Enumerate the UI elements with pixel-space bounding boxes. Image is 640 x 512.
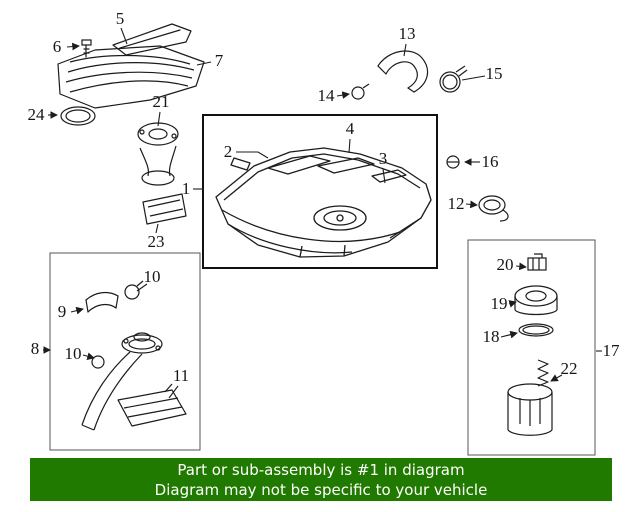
callout-6[interactable]: 6: [52, 37, 62, 56]
filler-neck-art: [81, 332, 163, 431]
fuel-tank-art: [215, 147, 432, 258]
callout-19[interactable]: 19: [490, 294, 508, 313]
gasket-ring-art: [60, 106, 96, 126]
callout-21[interactable]: 21: [152, 92, 170, 111]
clip-art: [446, 155, 460, 169]
callout-22[interactable]: 22: [560, 359, 578, 378]
pump-filter-art: [507, 383, 553, 436]
callout-9[interactable]: 9: [57, 302, 67, 321]
fuel-cap-art: [478, 195, 509, 222]
callout-12[interactable]: 12: [447, 194, 465, 213]
canister-art: [142, 193, 187, 225]
callout-3[interactable]: 3: [378, 149, 388, 168]
heat-shield-art: [57, 45, 205, 109]
callout-16[interactable]: 16: [481, 152, 499, 171]
callout-24[interactable]: 24: [27, 105, 45, 124]
callout-8[interactable]: 8: [30, 339, 40, 358]
hose-clamp-art: [439, 65, 468, 93]
disclaimer-line-1: Part or sub-assembly is #1 in diagram: [177, 461, 465, 479]
pump-spring-art: [537, 359, 549, 387]
leader-lines: [43, 27, 602, 399]
filler-clamp-upper-art: [124, 280, 144, 300]
callout-17[interactable]: 17: [602, 341, 620, 360]
fuel-pump-group-box: [467, 239, 596, 456]
callout-2[interactable]: 2: [223, 142, 233, 161]
disclaimer-banner: Part or sub-assembly is #1 in diagram Di…: [30, 458, 612, 501]
pump-connector-art: [527, 253, 547, 271]
callout-5[interactable]: 5: [115, 9, 125, 28]
callout-13[interactable]: 13: [398, 24, 416, 43]
disclaimer-line-2: Diagram may not be specific to your vehi…: [154, 481, 488, 499]
pipe-shield-art: [117, 383, 187, 427]
callout-10-upper[interactable]: 10: [143, 267, 161, 286]
filler-hose-art: [85, 291, 119, 313]
callout-20[interactable]: 20: [496, 255, 514, 274]
highlighted-part-box: [202, 114, 438, 269]
callout-18[interactable]: 18: [482, 327, 500, 346]
callout-7[interactable]: 7: [214, 51, 224, 70]
callout-23[interactable]: 23: [147, 232, 165, 251]
callout-4[interactable]: 4: [345, 119, 355, 138]
vent-hose-art: [377, 50, 429, 93]
callout-15[interactable]: 15: [485, 64, 503, 83]
pump-flange-art: [514, 285, 558, 316]
flange-assembly-art: [137, 122, 179, 186]
callout-14[interactable]: 14: [317, 86, 335, 105]
callout-1[interactable]: 1: [181, 179, 191, 198]
callout-11[interactable]: 11: [172, 366, 190, 385]
pump-oring-art: [518, 323, 554, 337]
callout-10-lower[interactable]: 10: [64, 344, 82, 363]
hose-clamp-small-art: [351, 83, 370, 100]
bracket-strip-art: [112, 23, 192, 56]
